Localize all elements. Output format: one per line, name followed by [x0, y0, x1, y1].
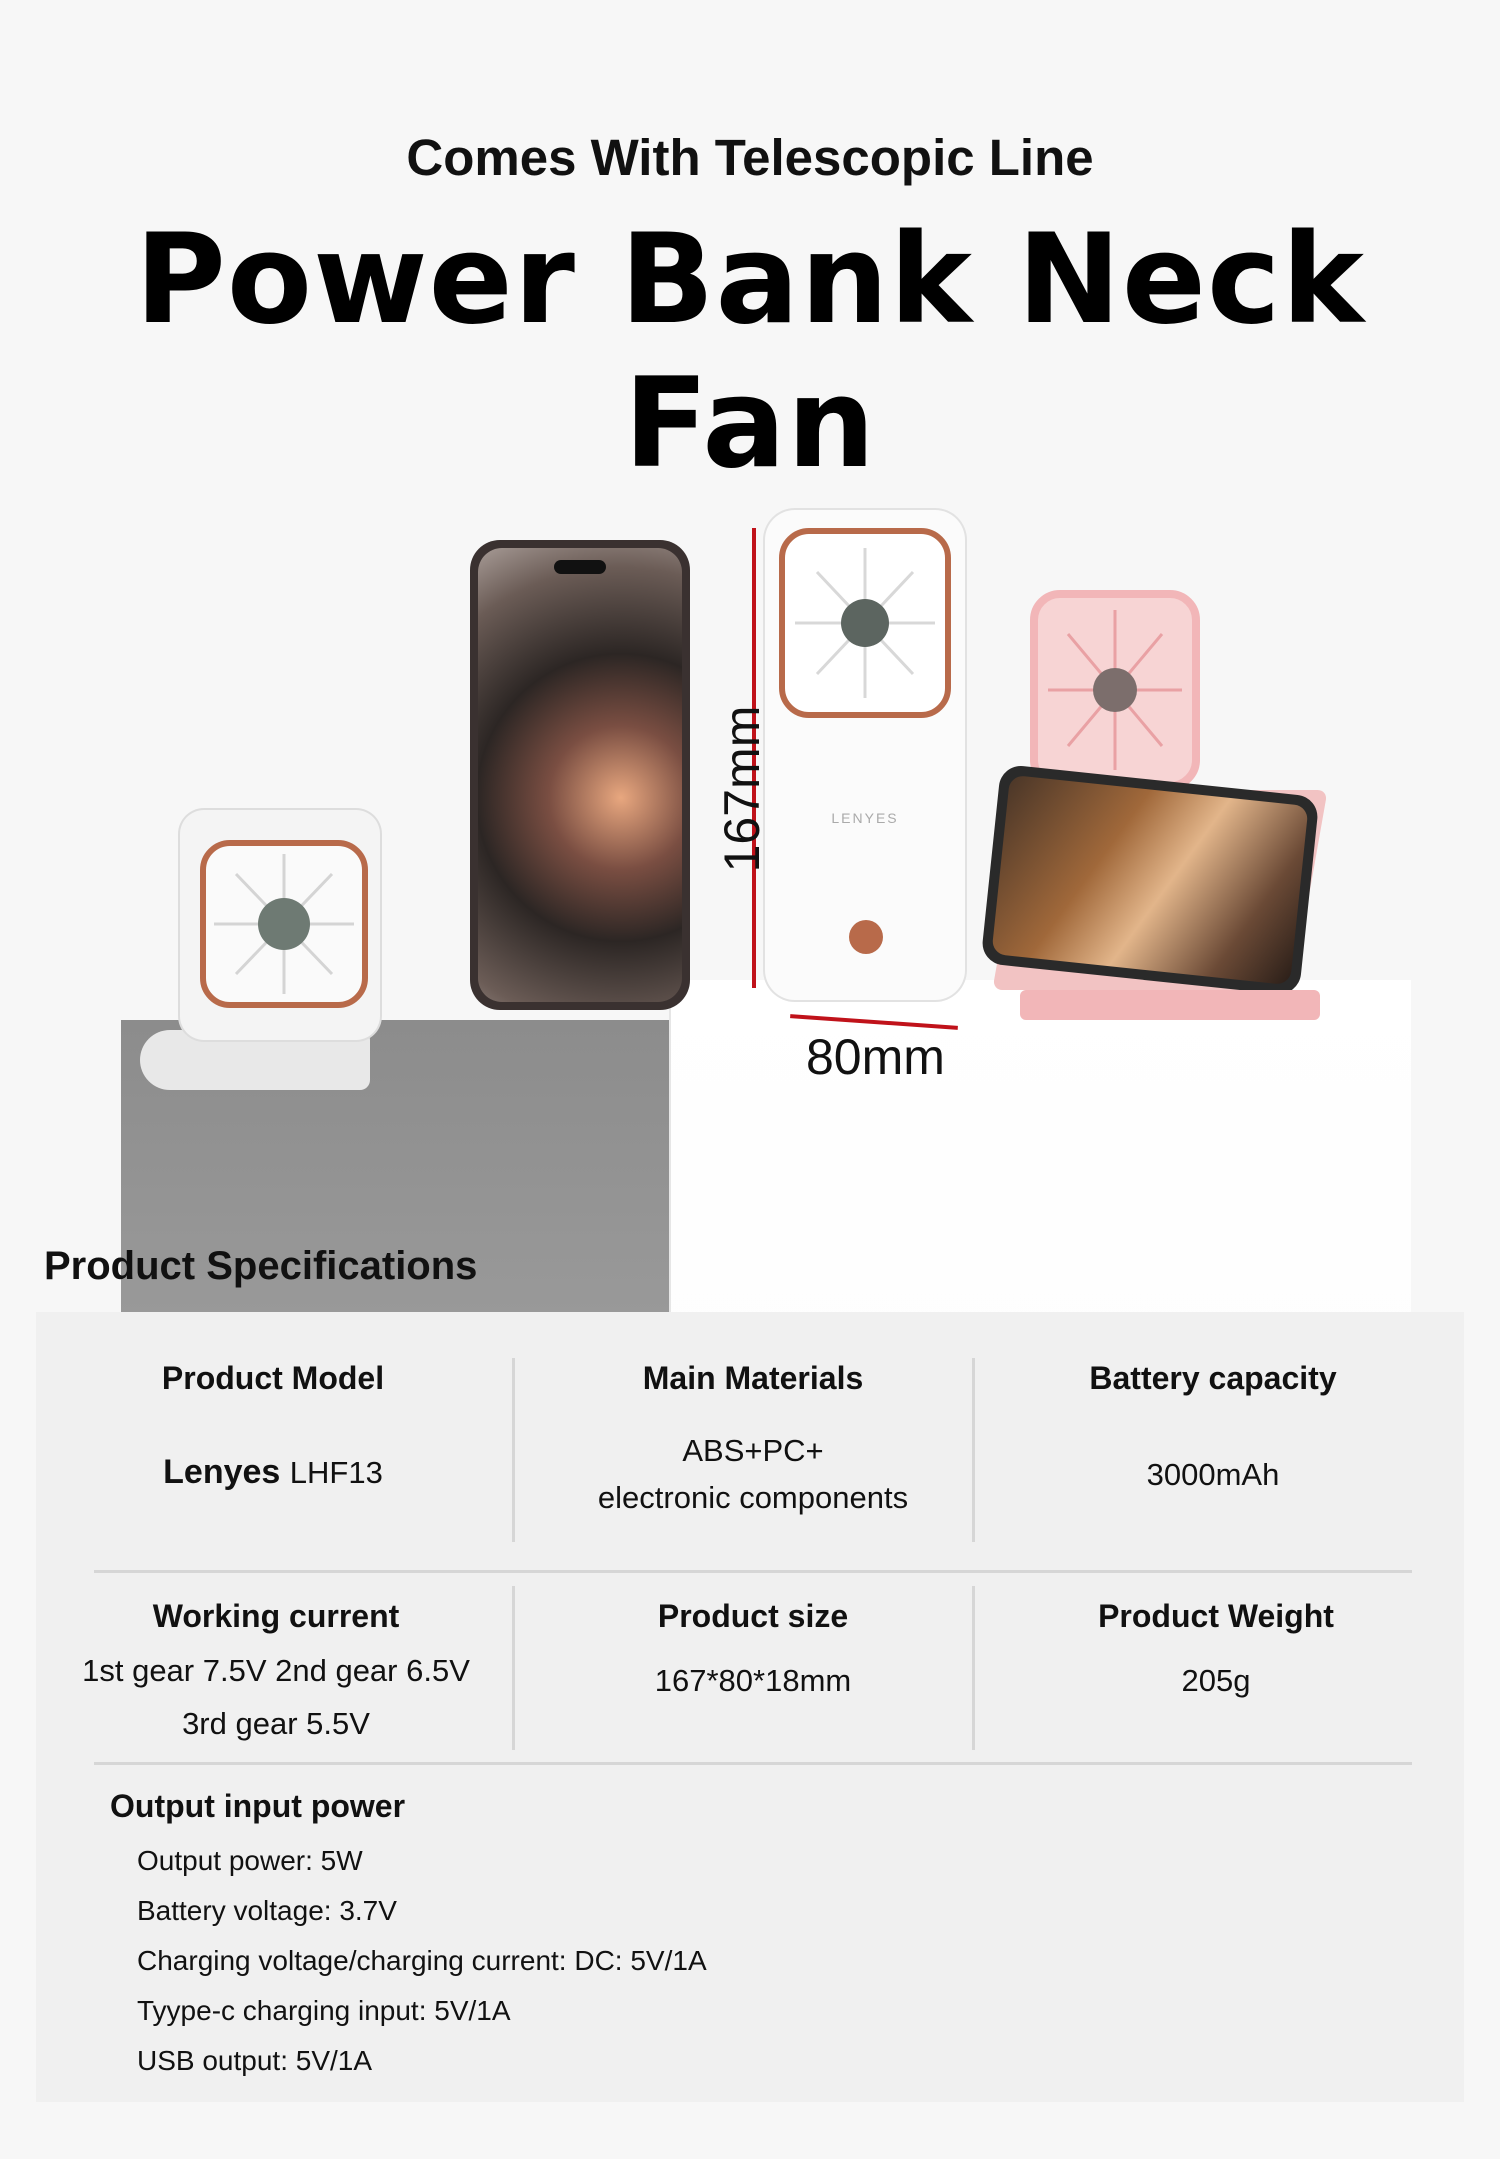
spec-value-line1: 1st gear 7.5V 2nd gear 6.5V	[82, 1653, 470, 1688]
divider	[972, 1586, 975, 1750]
spec-title: Product Weight	[1098, 1598, 1334, 1634]
spec-main-materials: Main Materials ABS+PC+ electronic compon…	[514, 1360, 992, 1521]
spec-product-size: Product size 167*80*18mm	[514, 1598, 992, 1704]
divider	[972, 1358, 975, 1542]
spec-value: Lenyes LHF13	[36, 1453, 510, 1492]
spec-product-model: Product Model Lenyes LHF13	[36, 1360, 510, 1492]
page-title: Power Bank Neck Fan	[135, 208, 1365, 496]
standing-fan-image: LENYES	[765, 510, 965, 1000]
specifications-panel: Product Model Lenyes LHF13 Main Material…	[36, 1312, 1464, 2102]
power-item: Tyype-c charging input: 5V/1A	[137, 1995, 511, 2026]
smartphone-image	[470, 540, 690, 1010]
height-dimension-label: 167mm	[714, 705, 770, 873]
spec-title: Product Model	[161, 1360, 385, 1396]
row-divider	[94, 1570, 1412, 1573]
divider	[512, 1358, 515, 1542]
brand-name: Lenyes	[163, 1453, 281, 1491]
folded-fan-image	[140, 810, 380, 1100]
pink-fan-with-phone-image	[980, 590, 1350, 1030]
row-divider	[94, 1762, 1412, 1765]
power-list: Output power: 5W Battery voltage: 3.7V C…	[137, 1836, 707, 2086]
spec-value: 3000mAh	[1146, 1457, 1280, 1492]
fan-blades-icon	[795, 548, 935, 698]
height-dimension-line	[752, 528, 756, 988]
model-number: LHF13	[289, 1455, 383, 1490]
spec-value-line2: electronic components	[597, 1480, 909, 1515]
fan-blades-icon	[214, 854, 354, 994]
power-item: USB output: 5V/1A	[137, 2045, 373, 2076]
spec-title: Battery capacity	[1089, 1360, 1337, 1396]
power-section-title: Output input power	[110, 1788, 406, 1824]
spec-value: 205g	[1181, 1663, 1251, 1698]
page-subtitle: Comes With Telescopic Line	[406, 129, 1094, 186]
spec-title: Product size	[657, 1598, 849, 1634]
spec-value-line1: ABS+PC+	[682, 1433, 824, 1468]
spec-product-weight: Product Weight 205g	[976, 1598, 1456, 1704]
width-dimension-label: 80mm	[806, 1029, 945, 1085]
spec-value-line2: 3rd gear 5.5V	[182, 1706, 370, 1741]
spec-working-current: Working current 1st gear 7.5V 2nd gear 6…	[36, 1598, 516, 1747]
power-item: Battery voltage: 3.7V	[137, 1895, 397, 1926]
product-stage: LENYES 167mm 80mm	[0, 480, 1500, 1812]
spec-battery-capacity: Battery capacity 3000mAh	[976, 1360, 1450, 1498]
divider	[512, 1586, 515, 1750]
power-button-icon	[849, 920, 883, 954]
brand-mark: LENYES	[831, 810, 899, 826]
spec-title: Working current	[152, 1598, 400, 1634]
power-item: Output power: 5W	[137, 1845, 363, 1876]
power-item: Charging voltage/charging current: DC: 5…	[137, 1945, 707, 1976]
fan-blades-icon	[1048, 610, 1182, 770]
spec-title: Main Materials	[642, 1360, 864, 1396]
spec-value: 167*80*18mm	[654, 1663, 852, 1698]
specifications-heading: Product Specifications	[44, 1244, 478, 1288]
